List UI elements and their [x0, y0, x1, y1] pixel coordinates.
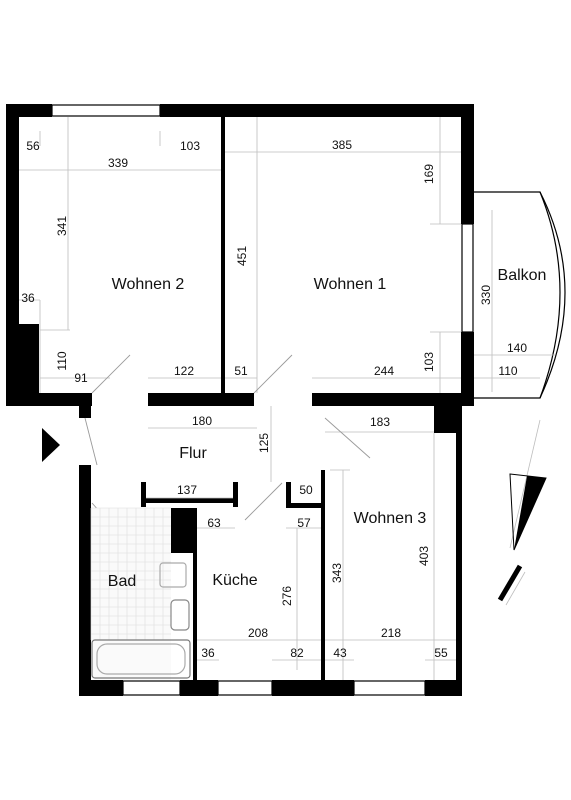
dim-w1-bottom-left: 51 [234, 364, 248, 378]
wall-kitchen-right [321, 470, 325, 690]
bathroom-fixtures [90, 507, 191, 680]
dim-w3-bottom-right: 55 [434, 646, 448, 660]
bath-tile-area [91, 508, 171, 680]
room-wohnen2: Wohnen 2 [112, 276, 185, 293]
bathtub [91, 639, 191, 679]
dim-balkon-height: 330 [479, 285, 493, 305]
washbasin [170, 599, 190, 631]
north-arrow-icon [497, 419, 547, 606]
dim-w2-lower: 110 [55, 351, 69, 370]
door-entrance [84, 417, 98, 466]
dim-w3-right: 403 [417, 546, 431, 566]
dim-kueche-bottom-left: 36 [201, 646, 215, 660]
bathtub-inner [96, 643, 186, 675]
window-wohnen3 [353, 680, 426, 696]
dim-kueche-niche: 50 [299, 483, 313, 497]
dimension-labels: 56 103 339 341 36 110 91 122 385 169 451… [21, 138, 527, 660]
dim-kueche-top-right: 57 [297, 516, 311, 530]
wall-kitchen-left [193, 508, 197, 690]
wall-right-lower-side [456, 406, 462, 696]
wall-w3-corner [434, 393, 456, 433]
dim-bad-top: 137 [177, 483, 197, 497]
room-labels: Wohnen 2 Wohnen 1 Balkon Flur Bad Küche … [108, 267, 547, 590]
dim-w1-height: 451 [235, 246, 249, 266]
wall-left-pillar [6, 324, 39, 406]
room-wohnen3: Wohnen 3 [354, 510, 427, 527]
balcony-rail [539, 191, 561, 399]
wall-w2-bottom-right [148, 393, 254, 406]
dim-flur-height: 125 [257, 433, 271, 453]
wall-w1-bottom [312, 393, 474, 406]
wall-bottom-mid2 [272, 680, 354, 696]
room-flur: Flur [179, 445, 207, 462]
door-kueche [244, 482, 283, 521]
wall-mid-vertical [221, 117, 225, 393]
wall-top-right [160, 104, 474, 117]
balcony-outline [474, 191, 566, 399]
wall-bad-top-right [233, 482, 238, 507]
tile-grid [90, 507, 171, 640]
room-bad: Bad [108, 573, 136, 590]
wall-niche-bottom [286, 503, 324, 508]
dim-flur-width: 180 [192, 414, 212, 428]
washing-machine [159, 562, 187, 588]
window-kueche [217, 680, 273, 696]
wall-w2-bottom-left [6, 393, 92, 406]
door-wohnen3 [324, 417, 371, 459]
wall-bottom-right [425, 680, 462, 696]
dim-w2-side: 36 [21, 291, 35, 305]
dim-w2-height: 341 [55, 216, 69, 236]
wall-niche-left [286, 482, 291, 508]
dim-kueche-height: 276 [280, 586, 294, 606]
dim-kueche-width: 208 [248, 626, 268, 640]
wall-left-stub [79, 404, 91, 418]
dim-w2-top-right: 103 [180, 139, 200, 153]
dim-w3-top: 183 [370, 415, 390, 429]
window-wohnen1-right [461, 223, 474, 333]
dim-w1-bottom-right: 244 [374, 364, 394, 378]
door-wohnen2 [91, 354, 131, 394]
window-wohnen2 [51, 104, 161, 117]
dim-w1-right-top: 169 [422, 164, 436, 184]
room-balkon: Balkon [498, 267, 547, 284]
wall-bottom-mid1 [180, 680, 218, 696]
dim-balkon-inner: 110 [498, 364, 517, 378]
dimension-lines [19, 117, 555, 680]
dim-w3-bottom-left: 43 [333, 646, 347, 660]
dim-w2-bottom-right: 122 [174, 364, 194, 378]
dim-balkon-width: 140 [507, 341, 527, 355]
windows [51, 104, 474, 696]
dim-w3-left: 343 [330, 563, 344, 583]
entrance-arrow-icon [42, 428, 60, 462]
dim-w2-top-left: 56 [26, 139, 40, 153]
dim-w1-right-bottom: 103 [422, 352, 436, 372]
wall-left-lower [79, 465, 91, 696]
wall-bottom-bad [79, 680, 123, 696]
room-wohnen1: Wohnen 1 [314, 276, 387, 293]
wall-right-lower [461, 332, 474, 406]
wall-right-upper [461, 104, 474, 224]
room-kueche: Küche [212, 572, 257, 589]
wall-kitchen-pillar [171, 508, 193, 553]
dim-kueche-bottom-right: 82 [290, 646, 304, 660]
dim-w2-width: 339 [108, 156, 128, 170]
balcony [474, 191, 566, 399]
dim-kueche-top-left: 63 [207, 516, 221, 530]
dim-w1-width: 385 [332, 138, 352, 152]
door-wohnen1 [253, 354, 293, 394]
dim-w2-bottom-left: 91 [74, 371, 88, 385]
wall-bad-top [141, 498, 238, 503]
dim-w3-width: 218 [381, 626, 401, 640]
walls [6, 104, 474, 696]
window-bad [122, 680, 181, 696]
wall-left-upper [6, 104, 19, 324]
wall-bad-top-left [141, 482, 146, 507]
